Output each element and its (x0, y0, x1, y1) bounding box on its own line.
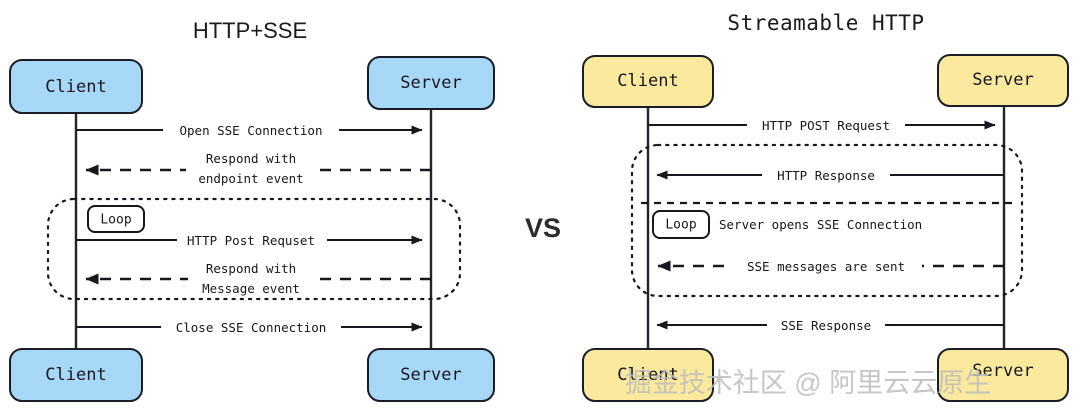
loop-fragment-right: Loop Server opens SSE Connection (652, 210, 922, 239)
loop-fragment-right-note: Server opens SSE Connection (719, 217, 922, 232)
message-respond-message-event-line2: Message event (202, 281, 300, 296)
diagram-title-left: HTTP+SSE (193, 18, 307, 43)
message-respond-message-event: Respond with Message event (85, 258, 431, 296)
loop-region-left (46, 197, 462, 301)
message-http-response: HTTP Response (656, 165, 1004, 184)
vs-separator-label: VS (525, 213, 561, 243)
message-http-post-requset-label: HTTP Post Requset (187, 233, 315, 248)
message-open-sse-connection-label: Open SSE Connection (180, 123, 323, 138)
message-respond-endpoint-event-line1: Respond with (206, 151, 296, 166)
diagram-title-right: Streamable HTTP (727, 11, 924, 35)
node-client-bottom-right-label: Client (617, 365, 678, 385)
node-server-top-left: Server (367, 56, 495, 110)
message-sse-response-label: SSE Response (781, 318, 871, 333)
message-http-response-label: HTTP Response (777, 168, 875, 183)
loop-fragment-left: Loop (87, 205, 145, 233)
message-open-sse-connection: Open SSE Connection (77, 120, 423, 139)
message-close-sse-connection-label: Close SSE Connection (176, 320, 327, 335)
diagram-http-sse: HTTP+SSE Client Server Open SSE Connecti… (9, 18, 495, 402)
node-client-top-right-label: Client (617, 71, 678, 91)
watermark-label: 掘金技术社区 @ 阿里云云原生 (625, 368, 991, 398)
node-client-bottom-right: Client (582, 348, 714, 402)
message-sse-messages-are-sent-label: SSE messages are sent (747, 259, 905, 274)
message-sse-response: SSE Response (656, 315, 1004, 334)
node-client-bottom-left: Client (9, 348, 143, 402)
node-server-bottom-right: Server (937, 348, 1069, 402)
message-sse-messages-are-sent: SSE messages are sent (657, 256, 1004, 275)
node-server-bottom-right-label: Server (972, 361, 1033, 381)
loop-region-right (630, 143, 1024, 298)
node-server-top-left-label: Server (400, 73, 461, 93)
message-close-sse-connection: Close SSE Connection (77, 317, 423, 336)
loop-fragment-left-label: Loop (100, 213, 131, 228)
loop-fragment-right-label: Loop (665, 218, 696, 233)
node-client-top-left: Client (9, 59, 143, 114)
message-respond-endpoint-event: Respond with endpoint event (85, 148, 431, 186)
message-respond-message-event-line1: Respond with (206, 261, 296, 276)
node-server-bottom-left-label: Server (400, 365, 461, 385)
node-client-bottom-left-label: Client (45, 365, 106, 385)
node-client-top-left-label: Client (45, 77, 106, 97)
node-server-bottom-left: Server (367, 348, 495, 402)
message-respond-endpoint-event-line2: endpoint event (198, 171, 303, 186)
node-client-top-right: Client (582, 55, 714, 108)
message-http-post-requset: HTTP Post Requset (77, 230, 423, 249)
message-http-post-request-label: HTTP POST Request (762, 118, 890, 133)
message-http-post-request: HTTP POST Request (649, 115, 996, 134)
node-server-top-right: Server (937, 54, 1069, 107)
node-server-top-right-label: Server (972, 70, 1033, 90)
diagram-streamable-http: Streamable HTTP Client Server HTTP POST … (582, 11, 1069, 402)
